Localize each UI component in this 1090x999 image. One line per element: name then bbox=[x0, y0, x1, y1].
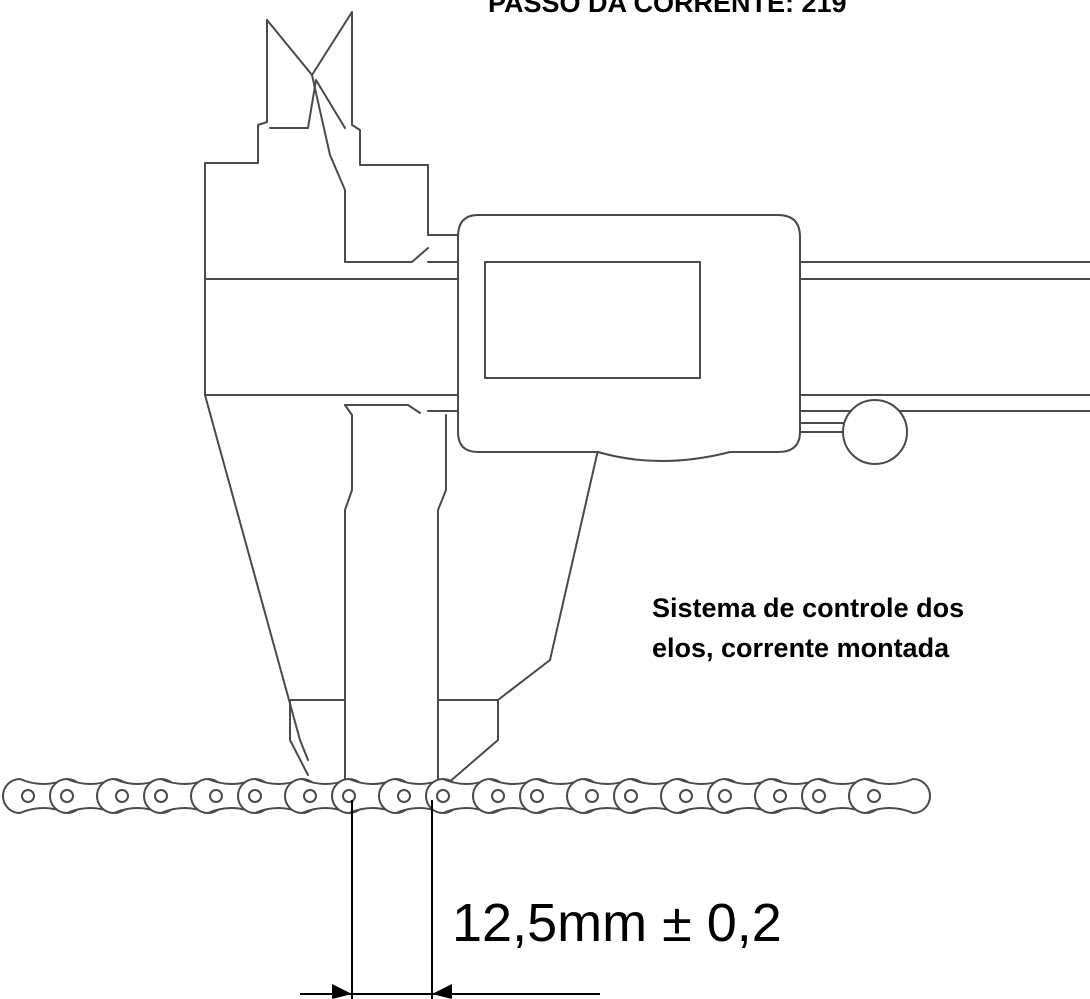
chain-pin bbox=[248, 789, 262, 803]
chain-pin bbox=[154, 789, 168, 803]
dimension-lines bbox=[300, 800, 600, 999]
chain-pin bbox=[585, 789, 599, 803]
chain-pin bbox=[397, 789, 411, 803]
diagram-title: PASSO DA CORRENTE: 219 bbox=[488, 0, 847, 18]
chain-pin bbox=[342, 789, 356, 803]
chain-pin bbox=[812, 789, 826, 803]
dimension-arrow-left bbox=[332, 984, 352, 999]
caption-line-1: Sistema de controle dos bbox=[652, 593, 965, 623]
roller-chain bbox=[2, 777, 931, 815]
chain-pin bbox=[718, 789, 732, 803]
caliper-lower-jaws bbox=[289, 404, 599, 791]
chain-pin bbox=[21, 789, 35, 803]
chain-pin bbox=[115, 789, 129, 803]
pitch-measurement: 12,5mm ± 0,2 bbox=[452, 893, 782, 953]
diagram-caption: Sistema de controle dos elos, corrente m… bbox=[652, 588, 964, 668]
chain-pin bbox=[679, 789, 693, 803]
chain-pin bbox=[867, 789, 881, 803]
digital-display bbox=[484, 261, 701, 379]
chain-pin bbox=[624, 789, 638, 803]
chain-pin bbox=[209, 789, 223, 803]
caliper-beam bbox=[204, 261, 1090, 412]
chain-pin bbox=[491, 789, 505, 803]
dimension-arrow-right bbox=[432, 984, 452, 999]
chain-pin bbox=[530, 789, 544, 803]
chain-pin bbox=[60, 789, 74, 803]
caliper-fixed-body bbox=[204, 11, 459, 761]
chain-link bbox=[848, 777, 931, 815]
caption-line-2: elos, corrente montada bbox=[652, 633, 950, 663]
caliper-slider-head bbox=[457, 214, 908, 465]
chain-pin bbox=[773, 789, 787, 803]
chain-pin bbox=[436, 789, 450, 803]
thumb-wheel bbox=[842, 399, 908, 465]
chain-pin bbox=[303, 789, 317, 803]
